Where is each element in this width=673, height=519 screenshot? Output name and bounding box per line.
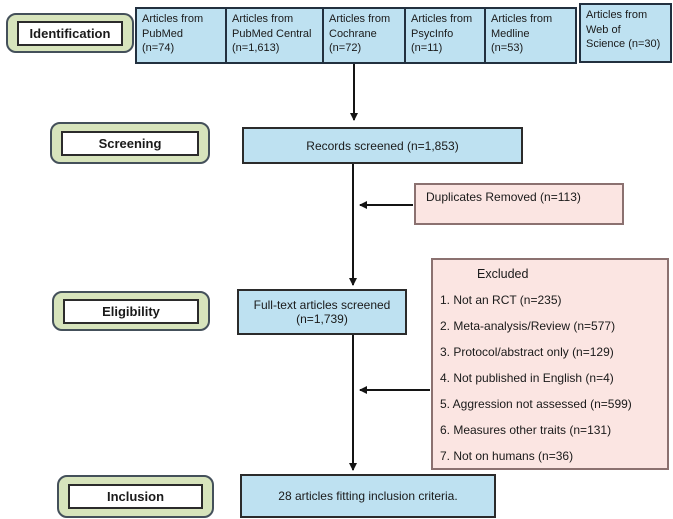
source-box-psycinfo: Articles from PsycInfo (n=11) xyxy=(404,7,486,64)
records-screened-box: Records screened (n=1,853) xyxy=(242,127,523,164)
stage-label-inclusion: Inclusion xyxy=(57,475,214,518)
excluded-item: 4. Not published in English (n=4) xyxy=(440,371,614,385)
stage-label-eligibility-text: Eligibility xyxy=(63,298,199,324)
source-box-medline: Articles from Medline (n=53) xyxy=(484,7,577,64)
stage-label-screening-text: Screening xyxy=(61,130,199,156)
stage-label-eligibility: Eligibility xyxy=(52,291,210,331)
excluded-item: 1. Not an RCT (n=235) xyxy=(440,293,562,307)
inclusion-result-box: 28 articles fitting inclusion criteria. xyxy=(240,474,496,518)
excluded-box: Excluded 1. Not an RCT (n=235) 2. Meta-a… xyxy=(431,258,669,470)
excluded-item: 7. Not on humans (n=36) xyxy=(440,449,574,463)
fulltext-screened-box: Full-text articles screened (n=1,739) xyxy=(237,289,407,335)
source-box-pubmed: Articles from PubMed (n=74) xyxy=(135,7,227,64)
source-box-pubmed-central: Articles from PubMed Central (n=1,613) xyxy=(225,7,324,64)
excluded-title: Excluded xyxy=(477,267,529,281)
stage-label-identification: Identification xyxy=(6,13,134,53)
source-box-cochrane: Articles from Cochrane (n=72) xyxy=(322,7,406,64)
stage-label-inclusion-text: Inclusion xyxy=(68,484,203,509)
stage-label-screening: Screening xyxy=(50,122,210,164)
duplicates-removed-box: Duplicates Removed (n=113) xyxy=(414,183,624,225)
excluded-item: 5. Aggression not assessed (n=599) xyxy=(440,397,632,411)
stage-label-identification-text: Identification xyxy=(17,20,123,46)
excluded-item: 3. Protocol/abstract only (n=129) xyxy=(440,345,614,359)
excluded-item: 6. Measures other traits (n=131) xyxy=(440,423,612,437)
source-box-web-of-science: Articles from Web of Science (n=30) xyxy=(579,3,672,63)
excluded-item: 2. Meta-analysis/Review (n=577) xyxy=(440,319,616,333)
